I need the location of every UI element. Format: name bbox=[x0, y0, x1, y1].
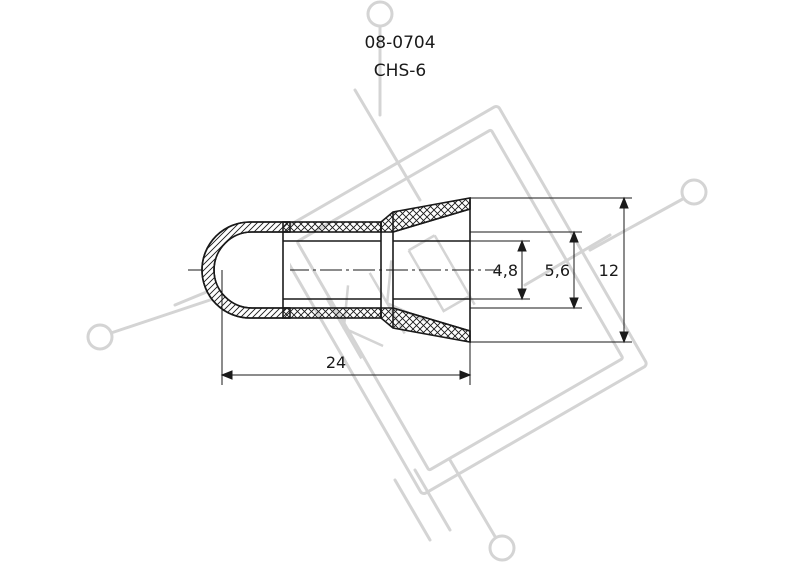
dim-outer-diameter: 12 bbox=[599, 261, 619, 280]
dimension-lines bbox=[220, 196, 632, 385]
model-name: CHS-6 bbox=[374, 61, 426, 81]
dim-outer-inner-diameter: 5,6 bbox=[545, 261, 570, 280]
cap-body bbox=[201, 197, 471, 343]
part-number: 08-0704 bbox=[364, 33, 435, 53]
dim-length: 24 bbox=[326, 353, 346, 372]
dim-inner-diameter: 4,8 bbox=[493, 261, 518, 280]
watermark-letters-mark bbox=[325, 234, 476, 360]
watermark bbox=[86, 0, 708, 562]
